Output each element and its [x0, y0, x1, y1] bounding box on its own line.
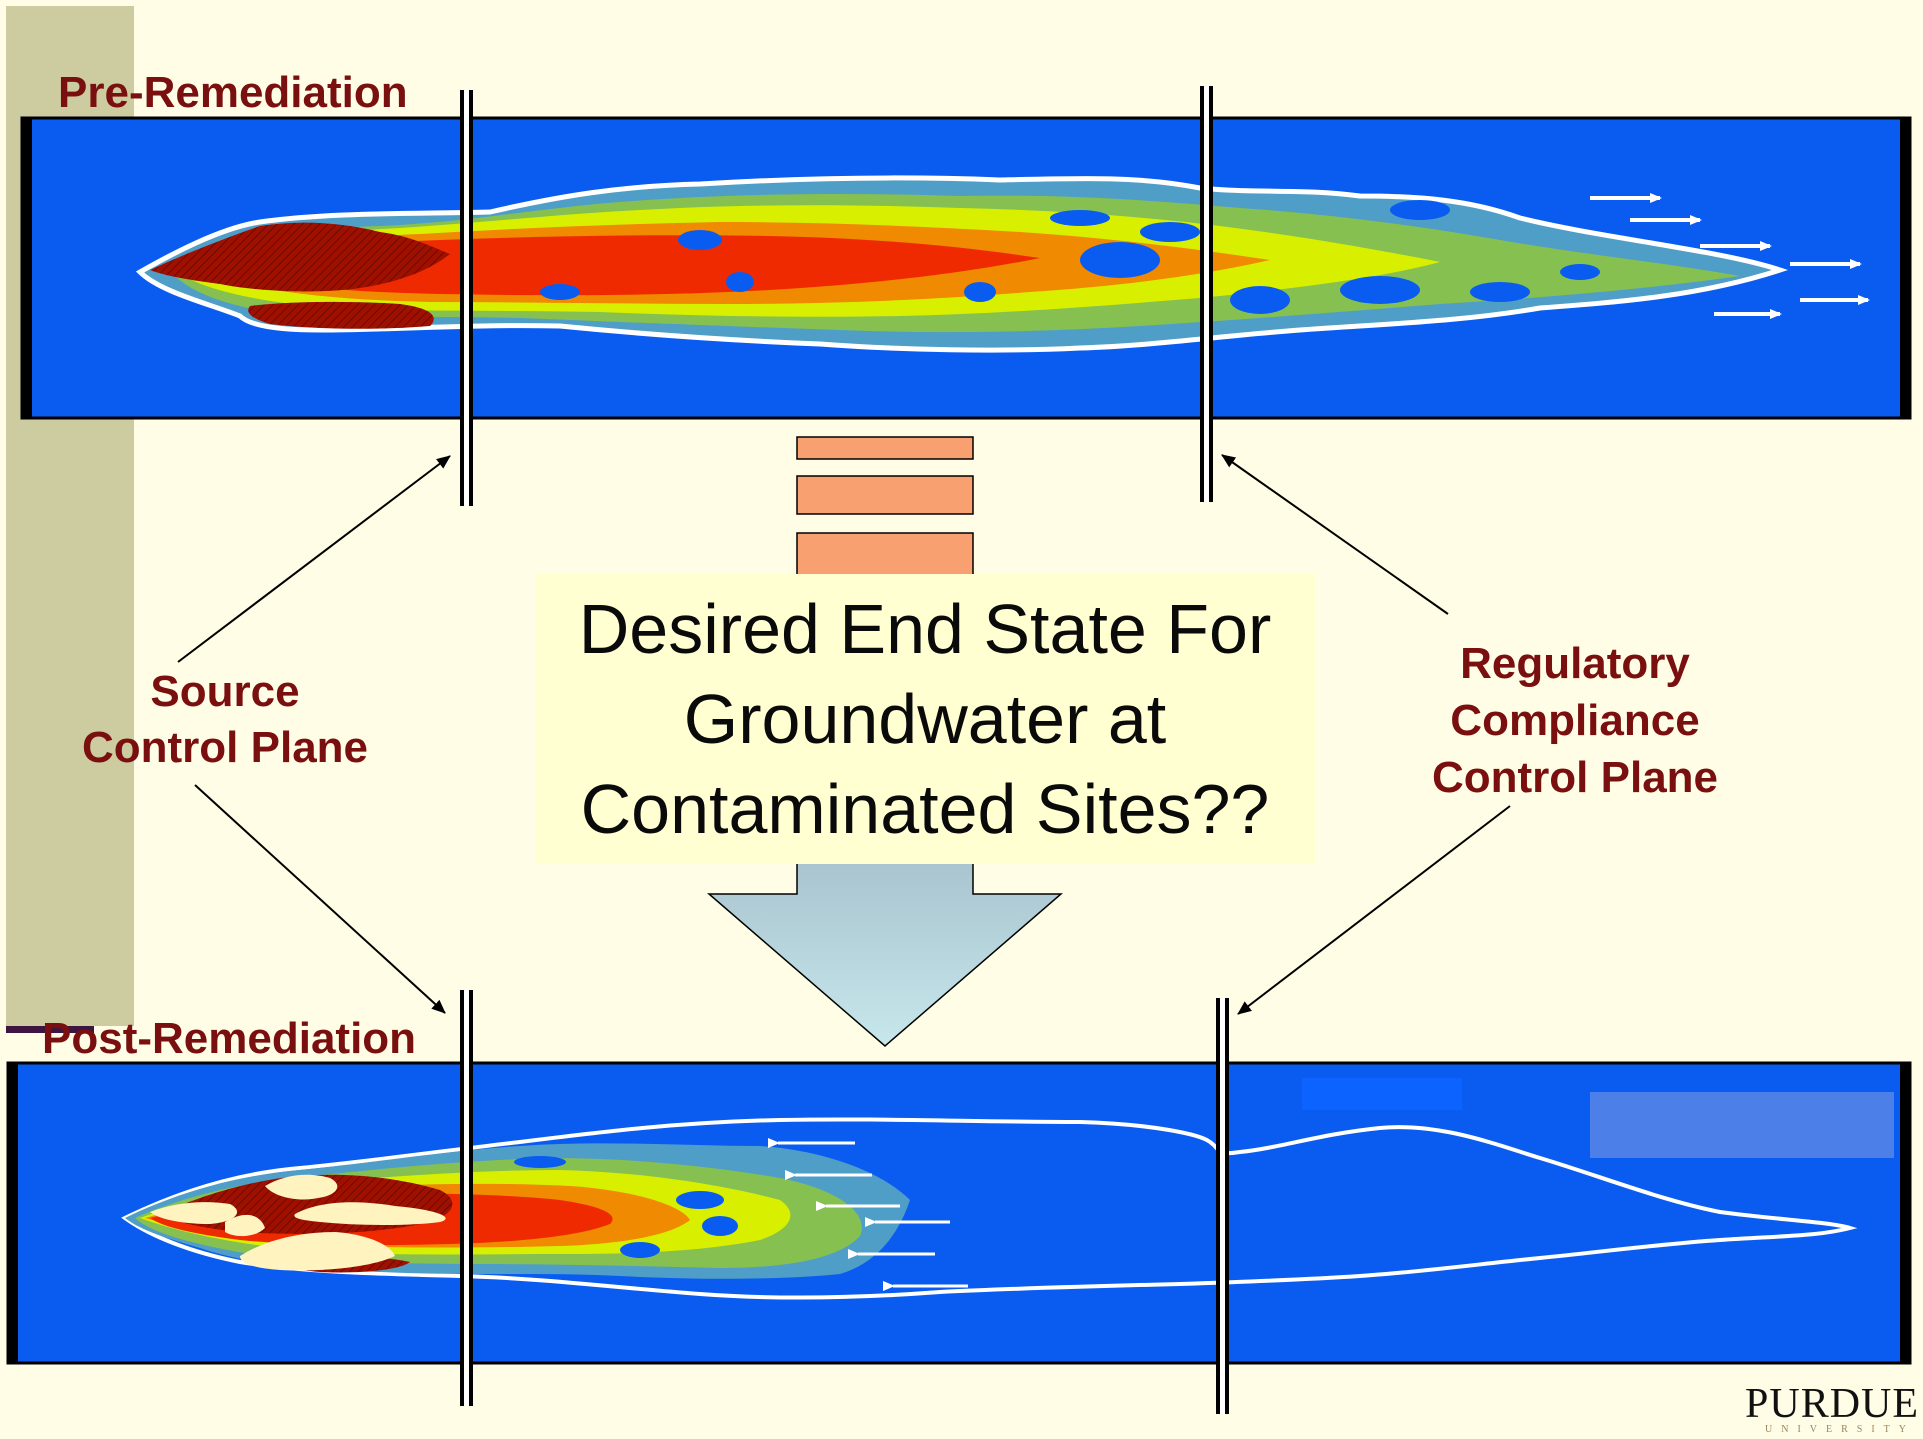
- regulatory-label-line2: Compliance: [1450, 696, 1700, 745]
- regulatory-control-plane-top: [1200, 86, 1213, 502]
- center-title: Desired End State For Groundwater at Con…: [578, 590, 1272, 848]
- source-pointer-top: [177, 455, 451, 663]
- purdue-logo: PURDUE UNIVERSITY: [1745, 1381, 1920, 1435]
- regulatory-control-plane-label: Regulatory Compliance Control Plane: [1390, 635, 1760, 806]
- title-box: [535, 574, 1315, 864]
- source-control-plane-label: Source Control Plane: [40, 664, 410, 776]
- logo-main-text: PURDUE: [1745, 1381, 1920, 1427]
- pre-remediation-label: Pre-Remediation: [58, 68, 408, 117]
- regulatory-pointer-bottom: [1237, 805, 1511, 1015]
- regulatory-label-line3: Control Plane: [1431, 753, 1719, 802]
- post-remediation-panel: [6, 1061, 1912, 1365]
- source-pointer-bottom: [194, 784, 446, 1014]
- logo-sub-text: UNIVERSITY: [1765, 1424, 1915, 1435]
- regulatory-label-line1: Regulatory: [1460, 639, 1690, 688]
- regulatory-control-plane-bottom: [1216, 998, 1229, 1414]
- source-label-line1: Source: [150, 667, 300, 716]
- post-remediation-label: Post-Remediation: [42, 1014, 417, 1063]
- pre-remediation-panel: [20, 116, 1912, 420]
- source-label-line2: Control Plane: [81, 723, 369, 772]
- source-control-plane-top: [460, 90, 473, 506]
- source-control-plane-bottom: [460, 990, 473, 1406]
- sidebar-accent-line: [6, 1026, 94, 1033]
- regulatory-pointer-top: [1221, 454, 1449, 615]
